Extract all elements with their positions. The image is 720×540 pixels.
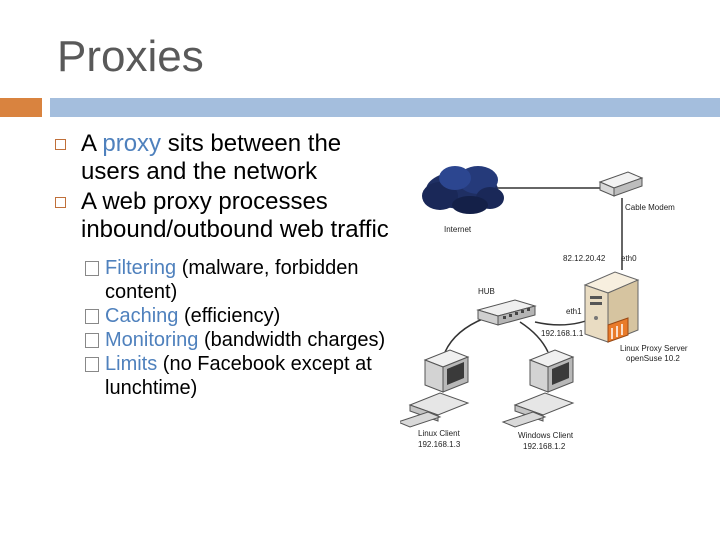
wan-ip-label: 82.12.20.42 (563, 254, 606, 263)
proxy-server-label: Linux Proxy Server (620, 344, 688, 353)
eth0-label: eth0 (621, 254, 637, 263)
subbullet-item: Monitoring (bandwidth charges) (85, 328, 400, 352)
link-hub-linux-client (445, 318, 485, 352)
subbullet-item: Filtering (malware, forbidden content) (85, 256, 400, 304)
subbullet-text: (bandwidth charges) (198, 329, 385, 351)
bullet-text: A web proxy processes inbound/outbound w… (81, 188, 389, 243)
windows-client-computer-icon (503, 350, 573, 427)
subbullet-highlight: Filtering (105, 257, 176, 279)
windows-client-ip-label: 192.168.1.2 (523, 442, 566, 451)
title-accent-bar (0, 98, 42, 117)
internet-label: Internet (444, 225, 472, 234)
bullet-list: A proxy sits between the users and the n… (55, 130, 400, 400)
subbullet-text: (efficiency) (178, 305, 280, 327)
network-diagram: Internet Cable Modem 82.12.20.42 eth0 HU… (400, 150, 700, 470)
subbullet-highlight: Caching (105, 305, 178, 327)
proxy-server-icon (585, 272, 638, 342)
hub-icon (478, 300, 535, 325)
internet-cloud-icon (422, 166, 504, 214)
lan-ip-label: 192.168.1.1 (541, 329, 584, 338)
subbullet-box-icon (85, 309, 99, 324)
cable-modem-label: Cable Modem (625, 203, 675, 212)
linux-client-computer-icon (400, 350, 468, 427)
hub-label: HUB (478, 287, 495, 296)
subbullet-box-icon (85, 333, 99, 348)
title-divider-bar (50, 98, 720, 117)
windows-client-label: Windows Client (518, 431, 574, 440)
subbullet-highlight: Monitoring (105, 329, 198, 351)
subbullet-list: Filtering (malware, forbidden content) C… (85, 256, 400, 400)
bullet-item: A web proxy processes inbound/outbound w… (55, 188, 400, 244)
bullet-square-icon (55, 139, 66, 150)
bullet-square-icon (55, 197, 66, 208)
cable-modem-icon (600, 172, 642, 196)
bullet-text: A (81, 130, 102, 157)
linux-client-label: Linux Client (418, 429, 461, 438)
slide-title: Proxies (57, 32, 204, 82)
subbullet-item: Limits (no Facebook except at lunchtime) (85, 352, 400, 400)
bullet-item: A proxy sits between the users and the n… (55, 130, 400, 186)
bullet-highlight: proxy (102, 130, 161, 157)
subbullet-item: Caching (efficiency) (85, 304, 400, 328)
subbullet-box-icon (85, 261, 99, 276)
subbullet-highlight: Limits (105, 353, 157, 375)
linux-client-ip-label: 192.168.1.3 (418, 440, 461, 449)
subbullet-box-icon (85, 357, 99, 372)
eth1-label: eth1 (566, 307, 582, 316)
proxy-server-os-label: openSuse 10.2 (626, 354, 680, 363)
